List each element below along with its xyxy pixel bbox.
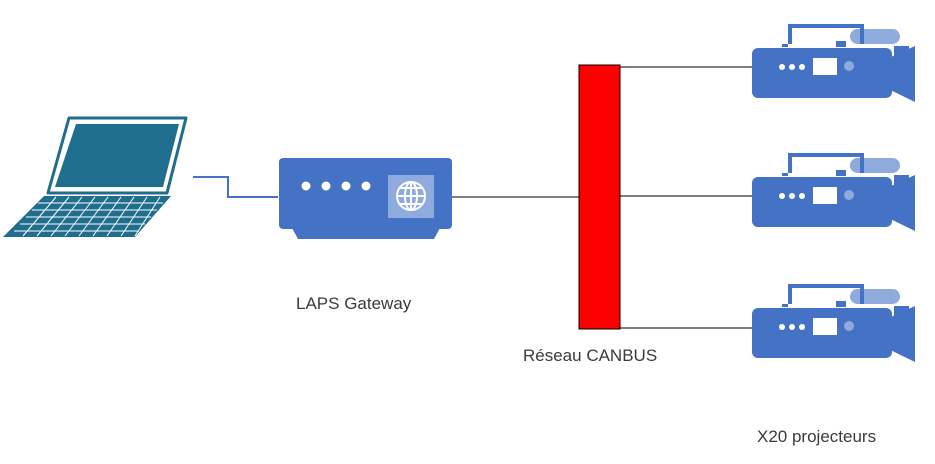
canbus-bar <box>578 64 621 330</box>
connection-lines <box>193 66 752 329</box>
video-camera-icon <box>750 284 917 364</box>
projectors-label: X20 projecteurs <box>757 427 877 446</box>
video-camera-icon <box>750 24 917 104</box>
network-gateway-icon <box>279 158 452 239</box>
laptop-keyboard <box>14 196 163 237</box>
gateway-label: LAPS Gateway <box>296 294 412 313</box>
laptop-icon <box>3 116 188 237</box>
laptop-gateway-link <box>193 176 278 198</box>
video-camera-icon <box>750 153 917 233</box>
globe-icon <box>396 181 426 211</box>
canbus-label: Réseau CANBUS <box>523 346 658 365</box>
